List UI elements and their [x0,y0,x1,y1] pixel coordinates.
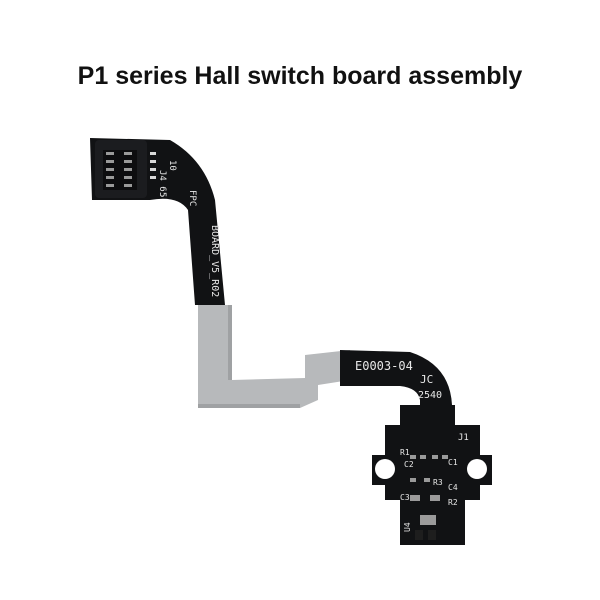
r1-label: R1 [400,448,410,457]
mounting-hole-right [467,459,487,479]
connector-silkscreen: 10 J4 6 5 FPC BOARD_V5_R02 [157,160,220,297]
r3-label: R3 [433,478,443,487]
fpc-connector [95,140,156,198]
c3-label: C3 [400,493,410,502]
pin-label-bottom: 5 [157,192,167,197]
silver-flex-cable [198,305,350,408]
pin-label-mid: J4 6 [157,170,167,192]
j1-label: J1 [458,433,469,443]
logo-mark: JC [420,373,433,386]
hall-switch-board [372,405,492,545]
page-title: P1 series Hall switch board assembly [77,62,523,90]
fpc-label: FPC [187,190,197,206]
u4-label: U4 [403,522,412,532]
c4-label: C4 [448,483,458,492]
part-number-label: E0003-04 [355,359,413,373]
mounting-hole-left [375,459,395,479]
date-code-label: 2540 [418,390,442,401]
c1-label: C1 [448,458,458,467]
board-version-label: BOARD_V5_R02 [209,225,220,297]
lower-black-flex [340,350,452,420]
c2-label: C2 [404,460,414,469]
pin-label-top: 10 [167,160,177,171]
r2-label: R2 [448,498,458,507]
board-silkscreen: E0003-04 JC 2540 J1 C2 R1 C1 R3 C4 R2 C3… [355,359,469,532]
smd-pads [410,455,448,525]
